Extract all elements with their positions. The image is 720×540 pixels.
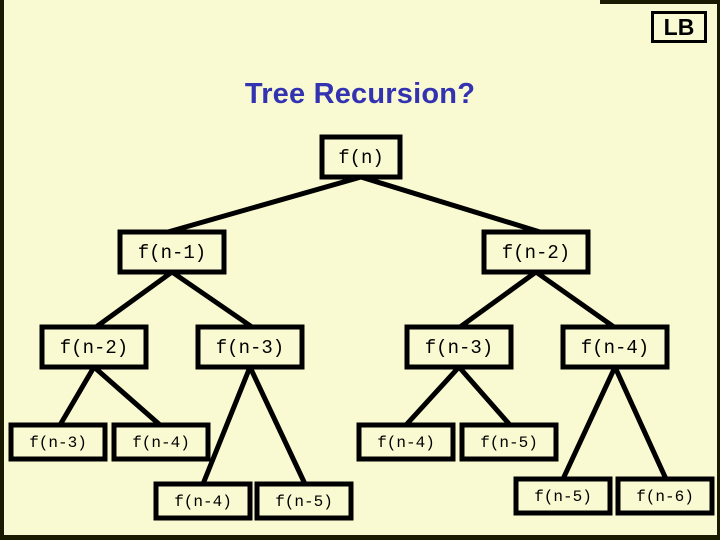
tree-node-n8[interactable]: f(n-4) (111, 422, 211, 462)
tree-node-n2[interactable]: f(n-2) (481, 229, 591, 275)
lb-logo-text: LB (663, 13, 695, 40)
tree-node-label: f(n-4) (132, 434, 190, 452)
tree-edge-n5-n9 (404, 365, 461, 427)
tree-node-box (153, 481, 253, 521)
slide-border-bottom (0, 535, 720, 540)
tree-node-n4[interactable]: f(n-3) (195, 324, 305, 370)
tree-node-label: f(n-6) (636, 488, 694, 506)
tree-node-box (254, 481, 354, 521)
tree-node-box (8, 422, 108, 462)
tree-node-n0[interactable]: f(n) (319, 134, 403, 180)
tree-node-label: f(n-2) (502, 242, 570, 264)
tree-node-n6[interactable]: f(n-4) (560, 324, 670, 370)
tree-edge-n1-n4 (170, 269, 254, 330)
tree-edge-n0-n2 (360, 174, 541, 235)
tree-node-box (459, 422, 559, 462)
tree-node-box (195, 324, 305, 370)
lb-logo: LB (651, 11, 707, 43)
tree-edge-layer (57, 174, 669, 486)
tree-node-label: f(n-4) (174, 493, 232, 511)
tree-node-label: f(n-5) (480, 434, 538, 452)
slide-border-left (0, 0, 4, 540)
tree-edge-n4-n12 (247, 365, 308, 486)
tree-node-box (615, 476, 715, 516)
tree-edge-n6-n14 (612, 365, 669, 481)
tree-edge-n2-n6 (534, 269, 616, 330)
tree-node-n13[interactable]: f(n-5) (513, 476, 613, 516)
tree-node-n1[interactable]: f(n-1) (117, 229, 227, 275)
tree-node-label: f(n-3) (425, 337, 493, 359)
tree-node-n12[interactable]: f(n-5) (254, 481, 354, 521)
tree-edge-n0-n1 (167, 174, 362, 235)
tree-edge-n3-n7 (57, 365, 97, 427)
page-title: Tree Recursion? (244, 78, 476, 110)
tree-edge-n4-n11 (200, 366, 253, 485)
tree-edge-n1-n3 (94, 269, 174, 330)
tree-node-label: f(n-3) (29, 434, 87, 452)
tree-node-label: f(n-4) (581, 337, 649, 359)
tree-node-n10[interactable]: f(n-5) (459, 422, 559, 462)
tree-node-box (404, 324, 514, 370)
slide-border-top-right (600, 0, 720, 4)
tree-edge-n6-n13 (560, 365, 618, 481)
tree-node-box (513, 476, 613, 516)
tree-node-n7[interactable]: f(n-3) (8, 422, 108, 462)
tree-node-label: f(n-5) (534, 488, 592, 506)
tree-node-n5[interactable]: f(n-3) (404, 324, 514, 370)
slide-border-right (717, 0, 720, 540)
tree-node-box (111, 422, 211, 462)
tree-node-label: f(n-4) (377, 434, 435, 452)
tree-node-box (39, 324, 149, 370)
tree-node-box (117, 229, 227, 275)
tree-node-label: f(n) (338, 147, 384, 169)
tree-node-box (356, 422, 456, 462)
tree-node-n3[interactable]: f(n-2) (39, 324, 149, 370)
tree-node-n11[interactable]: f(n-4) (153, 481, 253, 521)
tree-edge-n5-n10 (457, 365, 512, 427)
tree-edge-n3-n8 (92, 365, 162, 427)
tree-node-box (560, 324, 670, 370)
tree-node-label: f(n-2) (60, 337, 128, 359)
tree-node-label: f(n-3) (216, 337, 284, 359)
tree-node-n9[interactable]: f(n-4) (356, 422, 456, 462)
tree-node-layer: f(n) f(n-1) f(n-2) f(n-2) f(n-3) f(n-3) f(n-4)… (8, 134, 715, 521)
tree-node-n14[interactable]: f(n-6) (615, 476, 715, 516)
tree-edge-n2-n5 (458, 269, 538, 330)
tree-node-box (481, 229, 591, 275)
tree-node-label: f(n-5) (275, 493, 333, 511)
tree-node-box (319, 134, 403, 180)
tree-node-label: f(n-1) (138, 242, 206, 264)
